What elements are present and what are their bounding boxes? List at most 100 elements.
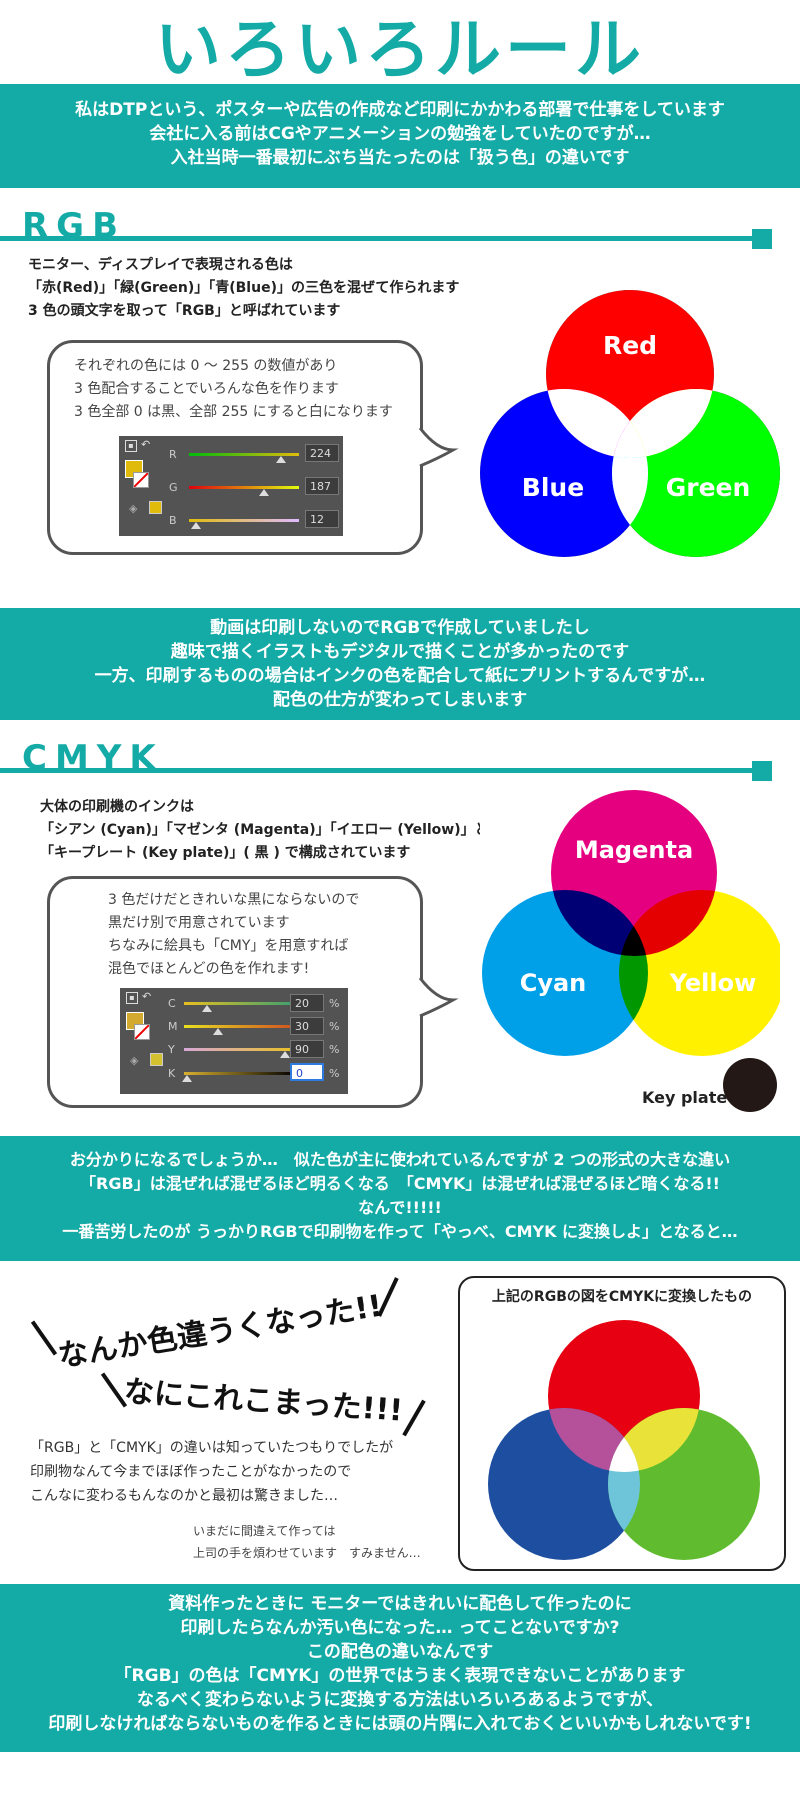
rgb-description: モニター、ディスプレイで表現される色は 「赤(Red)」「緑(Green)」「青…	[28, 254, 459, 323]
rgb-divider-square	[752, 229, 772, 249]
band2-line: 配色の仕方が変わってしまいます	[272, 690, 528, 710]
reaction-line: 印刷物なんて今までほぼ作ったことがなかったので	[30, 1464, 352, 1480]
picker-label: B	[169, 514, 177, 527]
picker-label: C	[168, 997, 176, 1010]
band-4: 資料作ったときに モニターではきれいに配色して作ったのに 印刷したらなんか汚い色…	[0, 1584, 800, 1752]
cmyk-bubble-tail	[419, 977, 459, 1018]
pct-label: %	[329, 1043, 340, 1056]
label-cyan: Cyan	[520, 969, 587, 997]
reaction-body: 「RGB」と「CMYK」の違いは知っていたつもりでしたが 印刷物なんて今までほぼ…	[30, 1436, 393, 1508]
cmyk-bubble-line: ちなみに絵具も「CMY」を用意すれば	[108, 938, 349, 954]
band3-line: なんで!!!!!	[358, 1198, 442, 1217]
band-2: 動画は印刷しないのでRGBで作成していましたし 趣味で描くイラストもデジタルで描…	[0, 608, 800, 720]
slider-track-k[interactable]	[184, 1072, 296, 1075]
intro-band: 私はDTPという、ポスターや広告の作成など印刷にかかわる部署で仕事をしています …	[0, 84, 800, 188]
picker-swap-icon[interactable]: ↶	[141, 438, 151, 451]
picker-label: K	[168, 1067, 176, 1080]
value-field-b[interactable]: 12	[305, 510, 339, 528]
label-magenta: Magenta	[575, 836, 693, 864]
aside-line: 上司の手を煩わせています すみません…	[193, 1546, 421, 1560]
intro-line: 私はDTPという、ポスターや広告の作成など印刷にかかわる部署で仕事をしています	[75, 100, 725, 120]
picker-swap-icon[interactable]: ↶	[142, 990, 152, 1003]
band3-line: お分かりになるでしょうか… 似た色が主に使われているんですが 2 つの形式の大き…	[69, 1150, 731, 1169]
cmyk-venn-labels: Magenta Cyan Yellow	[520, 836, 757, 997]
cmyk-bubble-line: 混色でほとんどの色を作れます!	[108, 961, 310, 977]
intro-line: 入社当時一番最初にぶち当たったのは「扱う色」の違いです	[170, 148, 630, 168]
slider-track-y[interactable]	[184, 1048, 296, 1051]
band2-line: 一方、印刷するものの場合はインクの色を配合して紙にプリントするんですが…	[94, 666, 706, 686]
cmyk-desc-line: 「シアン (Cyan)」「マゼンタ (Magenta)」「イエロー (Yello…	[40, 822, 489, 838]
stroke-swatch-none[interactable]	[134, 1024, 150, 1040]
cmyk-desc-line: 大体の印刷機のインクは	[40, 799, 194, 815]
band4-line: 資料作ったときに モニターではきれいに配色して作ったのに	[168, 1594, 632, 1614]
picker-label: G	[169, 481, 178, 494]
cmyk-desc-line: 「キープレート (Key plate)」( 黒 ) で構成されています	[40, 845, 411, 861]
value-field-m[interactable]: 30	[290, 1017, 324, 1035]
label-green: Green	[666, 473, 751, 502]
converted-venn-diagram	[488, 1320, 760, 1560]
picker-label: Y	[168, 1043, 175, 1056]
rgb-color-picker[interactable]: ▪ ↶ ◈ R 224 G 187 B 12	[119, 436, 343, 536]
reaction-line: 「RGB」と「CMYK」の違いは知っていたつもりでしたが	[30, 1440, 394, 1456]
rgb-desc-line: 3 色の頭文字を取って「RGB」と呼ばれています	[28, 303, 341, 319]
slider-track-b[interactable]	[189, 519, 299, 522]
cmyk-bubble-line: 黒だけ別で用意されています	[108, 915, 290, 931]
slider-track-g[interactable]	[189, 486, 299, 489]
slider-thumb-y[interactable]	[280, 1051, 290, 1058]
picker-reset-icon[interactable]: ▪	[126, 992, 138, 1004]
yellow-circle	[619, 890, 780, 1056]
value-field-c[interactable]: 20	[290, 994, 324, 1012]
key-plate-circle	[723, 1058, 777, 1112]
intro-line: 会社に入る前はCGやアニメーションの勉強をしていたのですが…	[149, 124, 651, 144]
shout-slash	[402, 1399, 426, 1437]
cmyk-bubble-line: 3 色だけだときれいな黒にならないので	[108, 892, 360, 908]
value-field-r[interactable]: 224	[305, 444, 339, 462]
band4-line: 「RGB」の色は「CMYK」の世界ではうまく表現できないことがあります	[114, 1666, 686, 1686]
value-field-k[interactable]: 0	[290, 1063, 324, 1081]
picker-label: M	[168, 1020, 178, 1033]
slider-thumb-c[interactable]	[202, 1005, 212, 1012]
picker-reset-icon[interactable]: ▪	[125, 440, 137, 452]
slider-track-m[interactable]	[184, 1025, 296, 1028]
band3-line: 一番苦労したのが うっかりRGBで印刷物を作って「やっべ、CMYK に変換しよ」…	[62, 1222, 738, 1241]
cube-icon: ◈	[129, 502, 138, 515]
rgb-desc-line: 「赤(Red)」「緑(Green)」「青(Blue)」の三色を混ぜて作られます	[28, 280, 460, 296]
slider-thumb-m[interactable]	[213, 1028, 223, 1035]
rgb-bubble-line: 3 色全部 0 は黒、全部 255 にすると白になります	[74, 404, 393, 420]
band2-line: 動画は印刷しないのでRGBで作成していましたし	[210, 618, 590, 638]
gamut-swatch[interactable]	[149, 501, 162, 514]
cmyk-color-picker[interactable]: ▪ ↶ ◈ C 20 % M 30 % Y 90 % K 0 %	[120, 988, 348, 1094]
band2-line: 趣味で描くイラストもデジタルで描くことが多かったのです	[170, 642, 630, 662]
pct-label: %	[329, 1067, 340, 1080]
page-title: いろいろルール	[155, 11, 645, 88]
shout-2: なにこれこまった!!!	[122, 1374, 404, 1429]
gamut-swatch[interactable]	[150, 1053, 163, 1066]
stroke-swatch-none[interactable]	[133, 472, 149, 488]
rgb-divider	[0, 236, 762, 241]
reaction-line: こんなに変わるもんなのかと最初は驚きました…	[30, 1488, 338, 1504]
pct-label: %	[329, 997, 340, 1010]
cmyk-divider-square	[752, 761, 772, 781]
slider-track-r[interactable]	[189, 453, 299, 456]
band-3: お分かりになるでしょうか… 似た色が主に使われているんですが 2 つの形式の大き…	[0, 1136, 800, 1261]
rgb-desc-line: モニター、ディスプレイで表現される色は	[28, 257, 293, 273]
slider-thumb-b[interactable]	[191, 522, 201, 529]
band4-line: この配色の違いなんです	[306, 1642, 494, 1662]
picker-label: R	[169, 448, 177, 461]
label-red: Red	[603, 331, 657, 360]
slider-thumb-k[interactable]	[182, 1075, 192, 1082]
aside-line: いまだに間違えて作っては	[193, 1524, 336, 1538]
slider-track-c[interactable]	[184, 1002, 296, 1005]
rgb-bubble-line: 3 色配合することでいろんな色を作ります	[74, 381, 339, 397]
rgb-venn-mask: Red Blue Green	[480, 290, 780, 560]
label-blue: Blue	[522, 473, 584, 502]
shout-slash	[30, 1320, 58, 1356]
band4-line: 印刷したらなんか汚い色になった… ってことないですか?	[180, 1618, 620, 1638]
reaction-aside: いまだに間違えて作っては 上司の手を煩わせています すみません…	[193, 1520, 421, 1564]
band3-line: 「RGB」は混ぜれば混ぜるほど明るくなる 「CMYK」は混ぜれば混ぜるほど暗くな…	[80, 1174, 720, 1193]
cube-icon: ◈	[130, 1054, 139, 1067]
slider-thumb-r[interactable]	[276, 456, 286, 463]
slider-thumb-g[interactable]	[259, 489, 269, 496]
value-field-y[interactable]: 90	[290, 1040, 324, 1058]
value-field-g[interactable]: 187	[305, 477, 339, 495]
